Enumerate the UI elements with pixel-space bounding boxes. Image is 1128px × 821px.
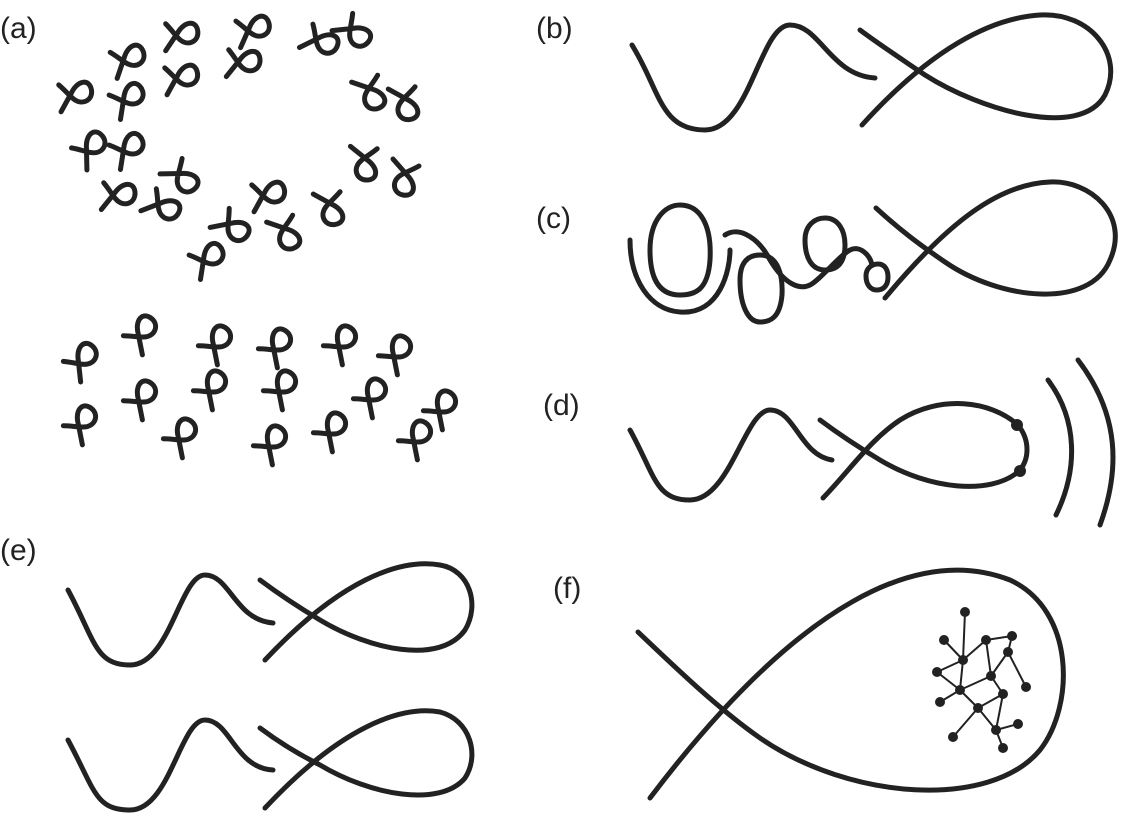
panel-e-fish-bottom: [65, 708, 475, 813]
panel-d-marker-top: [1011, 419, 1023, 431]
panel-d-fish: [627, 357, 1116, 528]
panel-e-fish-top: [65, 561, 475, 668]
panel-f-network: [932, 607, 1031, 753]
panel-a-scatter: [59, 310, 460, 464]
panel-b-fish: [629, 12, 1114, 133]
panel-label-b: (b): [536, 12, 573, 45]
panel-d-marker-bottom: [1014, 465, 1026, 477]
panel-label-d: (d): [543, 389, 580, 422]
panel-a-ring: [52, 9, 425, 280]
panel-label-a: (a): [0, 12, 37, 45]
panel-c-fish: [627, 179, 1118, 325]
panel-label-c: (c): [536, 202, 571, 235]
panel-label-f: (f): [553, 572, 581, 605]
panel-label-e: (e): [0, 534, 37, 567]
panel-f-fish: [635, 567, 1066, 801]
